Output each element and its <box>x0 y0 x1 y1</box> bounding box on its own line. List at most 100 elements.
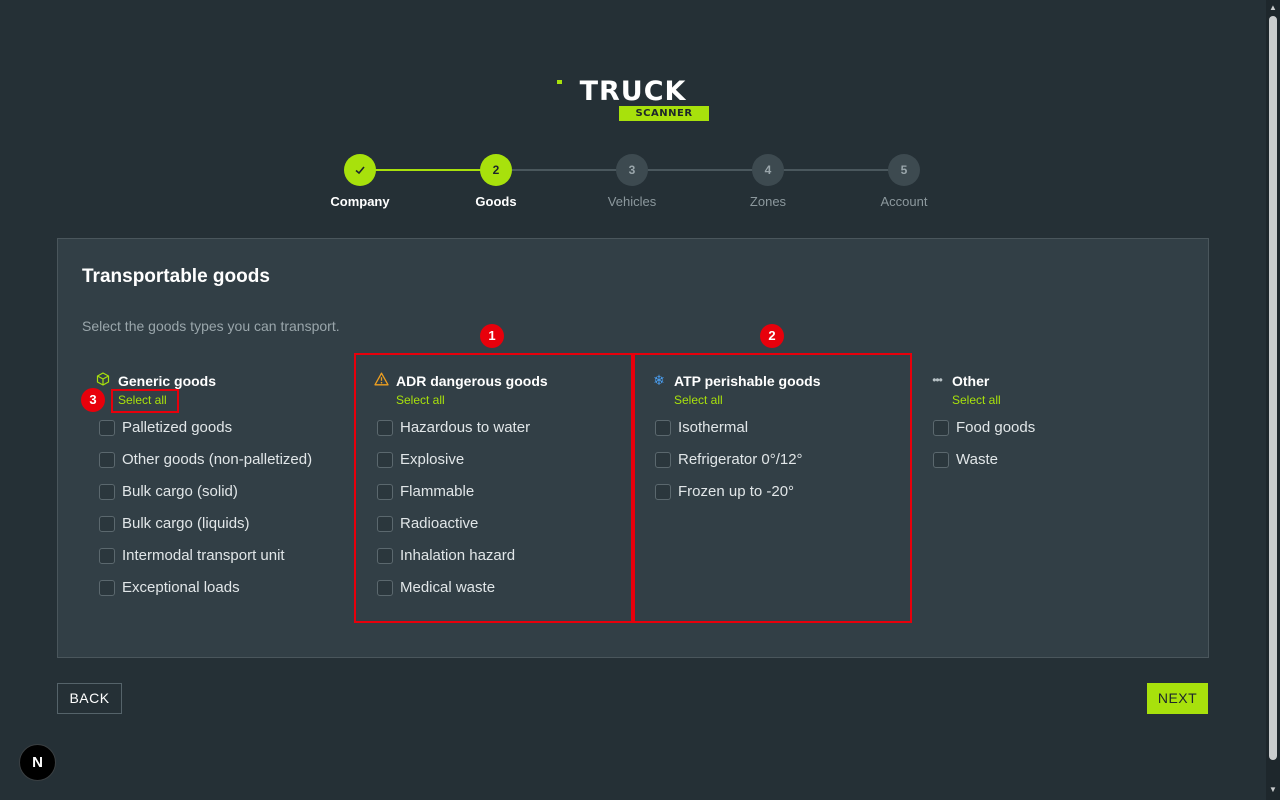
checkbox-label: Refrigerator 0°/12° <box>678 451 803 468</box>
checkbox-item[interactable]: Hazardous to water <box>360 418 620 450</box>
vertical-scrollbar[interactable]: ▲ ▼ <box>1266 0 1280 800</box>
select-all-other[interactable]: Select all <box>952 393 1001 407</box>
checkbox[interactable] <box>933 452 949 468</box>
checkbox[interactable] <box>99 484 115 500</box>
check-icon <box>355 166 365 175</box>
step-account[interactable]: 5 Account <box>854 154 954 209</box>
progress-stepper: Company 2 Goods 3 Vehicles 4 Zones 5 Acc… <box>0 0 1280 220</box>
checkbox-label: Inhalation hazard <box>400 547 516 564</box>
checkbox-label: Flammable <box>400 483 475 500</box>
checkbox[interactable] <box>655 484 671 500</box>
step-connector-3 <box>632 169 768 171</box>
checkbox-item[interactable]: Flammable <box>360 482 620 514</box>
checkbox-label: Food goods <box>956 419 1036 436</box>
step-circle-company <box>344 154 376 186</box>
step-label-zones: Zones <box>749 194 787 209</box>
checkbox-item[interactable]: Explosive <box>360 450 620 482</box>
card-subtitle: Select the goods types you can transport… <box>82 318 340 334</box>
step-connector-4 <box>768 169 904 171</box>
step-label-vehicles: Vehicles <box>607 194 657 209</box>
select-all-atp[interactable]: Select all <box>674 393 723 407</box>
checkbox[interactable] <box>99 452 115 468</box>
step-connector-2 <box>496 169 632 171</box>
truckscanner-logo: TRUCK SCANNER <box>557 78 709 124</box>
checkbox-item[interactable]: Bulk cargo (solid) <box>82 482 342 514</box>
checkbox[interactable] <box>377 452 393 468</box>
checkbox[interactable] <box>933 420 949 436</box>
logo-subwordmark: SCANNER <box>619 106 709 121</box>
group-adr-dangerous-goods: ADR dangerous goods Select all Hazardous… <box>360 371 620 610</box>
more-icon: ••• <box>932 373 943 387</box>
checkbox-label: Exceptional loads <box>122 579 240 596</box>
checkbox-item[interactable]: Refrigerator 0°/12° <box>638 450 898 482</box>
checkbox[interactable] <box>377 420 393 436</box>
checkbox-item[interactable]: Food goods <box>916 418 1176 450</box>
checkbox[interactable] <box>99 420 115 436</box>
checkbox[interactable] <box>377 580 393 596</box>
checkbox-label: Bulk cargo (liquids) <box>122 515 250 532</box>
annotation-box-2 <box>633 353 912 623</box>
checkbox[interactable] <box>99 580 115 596</box>
step-label-goods: Goods <box>475 194 517 209</box>
checkbox-item[interactable]: Exceptional loads <box>82 578 342 610</box>
warning-icon <box>373 372 389 388</box>
annotation-badge-1: 1 <box>480 324 504 348</box>
checkbox-item[interactable]: Intermodal transport unit <box>82 546 342 578</box>
checkbox-item[interactable]: Other goods (non-palletized) <box>82 450 342 482</box>
checkbox[interactable] <box>377 548 393 564</box>
checkbox-item[interactable]: Frozen up to -20° <box>638 482 898 514</box>
step-zones[interactable]: 4 Zones <box>718 154 818 209</box>
checkbox-label: Waste <box>956 451 998 468</box>
checkbox-label: Radioactive <box>400 515 479 532</box>
group-atp-perishable-goods: ❄ ATP perishable goods Select all Isothe… <box>638 371 898 514</box>
step-company[interactable]: Company <box>310 154 410 209</box>
checkbox-item[interactable]: Radioactive <box>360 514 620 546</box>
checkbox-item[interactable]: Inhalation hazard <box>360 546 620 578</box>
step-label-account: Account <box>880 194 928 209</box>
checkbox[interactable] <box>377 516 393 532</box>
checkbox-label: Intermodal transport unit <box>122 547 285 564</box>
box-icon <box>95 372 111 388</box>
checkbox[interactable] <box>99 516 115 532</box>
checkbox-label: Frozen up to -20° <box>678 483 795 500</box>
scrollbar-thumb[interactable] <box>1269 16 1277 760</box>
step-circle-zones: 4 <box>752 154 784 186</box>
group-title: ATP perishable goods <box>674 373 821 389</box>
checkbox[interactable] <box>99 548 115 564</box>
checkbox[interactable] <box>377 484 393 500</box>
step-connector-1 <box>360 169 496 171</box>
next-button[interactable]: NEXT <box>1147 683 1208 714</box>
checkbox-label: Isothermal <box>678 419 749 436</box>
logo-wordmark: TRUCK <box>579 76 687 107</box>
checkbox-item[interactable]: Waste <box>916 450 1176 482</box>
checkbox-item[interactable]: Isothermal <box>638 418 898 450</box>
scroll-up-icon[interactable]: ▲ <box>1269 3 1277 12</box>
logo-accent-mark <box>557 80 562 84</box>
checkbox[interactable] <box>655 452 671 468</box>
select-all-generic[interactable]: Select all <box>118 393 167 407</box>
step-goods[interactable]: 2 Goods <box>446 154 546 209</box>
checkbox-item[interactable]: Palletized goods <box>82 418 342 450</box>
step-circle-goods: 2 <box>480 154 512 186</box>
back-button[interactable]: BACK <box>57 683 122 714</box>
checkbox-label: Medical waste <box>400 579 496 596</box>
scroll-down-icon[interactable]: ▼ <box>1269 785 1277 794</box>
step-label-company: Company <box>330 194 390 209</box>
group-title: Other <box>952 373 990 389</box>
select-all-adr[interactable]: Select all <box>396 393 445 407</box>
checkbox[interactable] <box>655 420 671 436</box>
checkbox-label: Palletized goods <box>122 419 233 436</box>
annotation-box-1 <box>354 353 633 623</box>
checkbox-item[interactable]: Bulk cargo (liquids) <box>82 514 342 546</box>
step-vehicles[interactable]: 3 Vehicles <box>582 154 682 209</box>
card-title: Transportable goods <box>82 266 270 287</box>
annotation-badge-3: 3 <box>81 388 105 412</box>
snowflake-icon: ❄ <box>653 372 665 388</box>
group-title: ADR dangerous goods <box>396 373 548 389</box>
group-generic-goods: Generic goods Select all Palletized good… <box>82 371 342 610</box>
checkbox-item[interactable]: Medical waste <box>360 578 620 610</box>
step-circle-vehicles: 3 <box>616 154 648 186</box>
nextjs-dev-badge[interactable]: N <box>19 744 56 781</box>
group-other: ••• Other Select all Food goods Waste <box>916 371 1176 482</box>
checkbox-label: Explosive <box>400 451 465 468</box>
